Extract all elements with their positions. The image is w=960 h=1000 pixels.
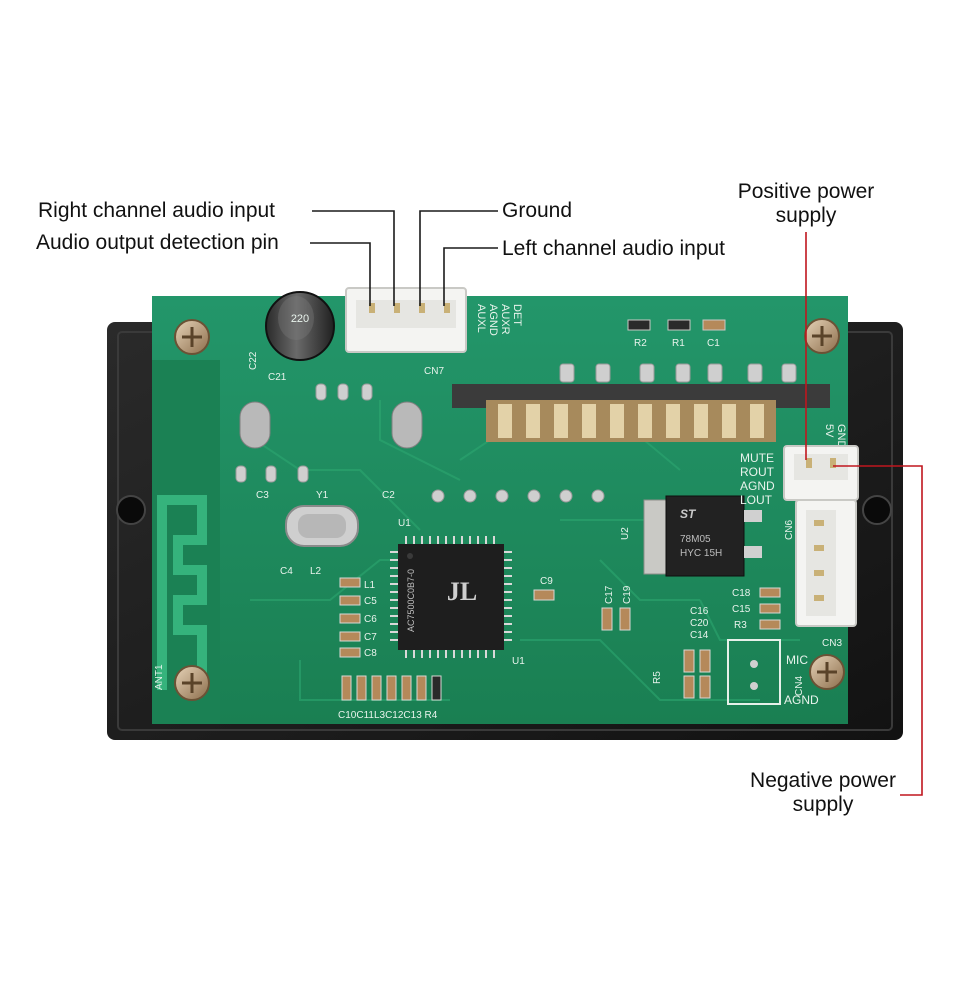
- power-pin-5v: 5V: [823, 424, 835, 438]
- smd-right: [683, 587, 781, 699]
- electrolytic-capacitor: 220: [265, 291, 335, 361]
- label-c5: C5: [364, 596, 377, 607]
- label-c14: C14: [690, 630, 709, 641]
- chip-logo: JL: [447, 577, 477, 606]
- callout-right-channel: Right channel audio input: [38, 199, 276, 222]
- capacitor-marking: 220: [291, 313, 309, 325]
- label-c19: C19: [622, 585, 633, 604]
- label-r3: R3: [734, 620, 747, 631]
- through-hole-pads: [235, 363, 797, 503]
- card-slot: [452, 384, 830, 442]
- label-cn6: CN6: [784, 520, 795, 540]
- label-r2: R2: [634, 338, 647, 349]
- mounting-slots: [239, 401, 423, 449]
- label-l2: L2: [310, 566, 322, 577]
- cn4-pin-agnd: AGND: [784, 693, 819, 707]
- label-y1: Y1: [316, 490, 329, 501]
- callout-audio-detect: Audio output detection pin: [36, 231, 279, 254]
- leader-audio-detect: [310, 242, 371, 306]
- connector-cn7: [345, 287, 467, 353]
- label-c8: C8: [364, 648, 377, 659]
- chip-marking: AC7500C0B7-0: [406, 569, 416, 632]
- screw-bottom-right: [809, 654, 845, 690]
- label-ant1: ANT1: [154, 664, 165, 690]
- label-c9: C9: [540, 576, 553, 587]
- screw-bottom-left: [174, 665, 210, 701]
- label-u1: U1: [512, 656, 525, 667]
- leader-left-channel: [443, 247, 498, 306]
- screw-top-left: [174, 319, 210, 355]
- connector-cn3: [795, 499, 857, 627]
- cn6-pin-lout: LOUT: [740, 493, 773, 507]
- cn7-pin-auxr: AUXR: [499, 304, 511, 335]
- label-c17: C17: [604, 585, 615, 604]
- label-c18: C18: [732, 588, 751, 599]
- leader-right-channel: [312, 210, 395, 306]
- power-pin-gnd: GND: [835, 424, 847, 449]
- callout-negative-power-line2: supply: [792, 793, 854, 816]
- label-u1-small: U1: [398, 518, 411, 529]
- label-c2: C2: [382, 490, 395, 501]
- label-c15: C15: [732, 604, 751, 615]
- leader-lines-black: [310, 210, 498, 306]
- label-r1: R1: [672, 338, 685, 349]
- screw-top-right: [804, 318, 840, 354]
- callout-negative-power: Negative power supply: [734, 769, 912, 817]
- callout-left-channel: Left channel audio input: [502, 237, 726, 260]
- label-c20: C20: [690, 618, 709, 629]
- label-c4: C4: [280, 566, 293, 577]
- callout-positive-power-line2: supply: [775, 204, 837, 227]
- smd-column-left: [339, 577, 361, 658]
- regulator-marking-line2: HYC 15H: [680, 548, 722, 559]
- main-chip: JL AC7500C0B7-0: [390, 536, 512, 658]
- label-bottom-row: C10C11L3C12C13 R4: [338, 710, 438, 721]
- label-c21: C21: [268, 372, 287, 383]
- label-r5: R5: [652, 671, 663, 684]
- pcb-antenna-trace: [157, 495, 207, 690]
- cn7-pin-labels: AUXL AGND AUXR DET: [475, 304, 523, 336]
- callout-positive-power-line1: Positive power: [737, 180, 875, 203]
- crystal-oscillator: [285, 505, 359, 547]
- voltage-regulator: ST 78M05 HYC 15H: [643, 495, 762, 577]
- label-c22: C22: [248, 351, 259, 370]
- cn7-pin-det: DET: [511, 304, 523, 326]
- label-c1: C1: [707, 338, 720, 349]
- cn6-pin-mute: MUTE: [740, 451, 774, 465]
- label-cn4: CN4: [794, 676, 805, 696]
- label-c3: C3: [256, 490, 269, 501]
- cn7-pin-agnd: AGND: [487, 304, 499, 336]
- leader-ground: [419, 210, 498, 306]
- callout-negative-power-line1: Negative power: [750, 769, 896, 792]
- cn4-pin-mic: MIC: [786, 653, 808, 667]
- callout-positive-power: Positive power supply: [724, 180, 888, 228]
- power-pin-labels: GND 5V: [823, 424, 847, 449]
- label-u2: U2: [620, 527, 631, 540]
- label-cn7: CN7: [424, 366, 444, 377]
- connector-power: [783, 445, 859, 501]
- label-c7: C7: [364, 632, 377, 643]
- cn6-pin-rout: ROUT: [740, 465, 775, 479]
- cn6-pin-agnd: AGND: [740, 479, 775, 493]
- callout-ground: Ground: [502, 199, 573, 222]
- leader-lines-red: [805, 232, 923, 796]
- smd-middle: [533, 589, 631, 631]
- leader-negative-power: [833, 465, 923, 796]
- connector-cn4: [727, 639, 781, 705]
- label-c6: C6: [364, 614, 377, 625]
- label-cn3: CN3: [822, 638, 842, 649]
- cn7-pin-auxl: AUXL: [475, 304, 487, 333]
- smd-top-right: [627, 319, 726, 331]
- label-l1: L1: [364, 580, 376, 591]
- smd-bottom-row: [341, 675, 442, 701]
- regulator-marking-line1: 78M05: [680, 534, 711, 545]
- label-c16: C16: [690, 606, 709, 617]
- regulator-logo: ST: [680, 507, 697, 521]
